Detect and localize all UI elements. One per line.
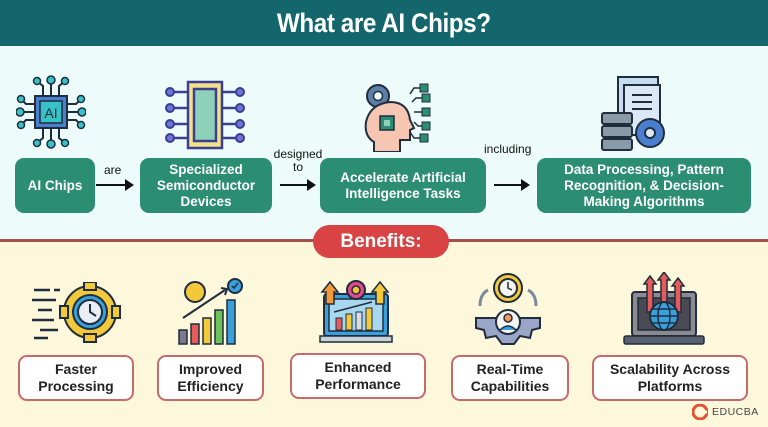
svg-text:AI: AI — [44, 105, 57, 121]
page-title: What are AI Chips? — [277, 7, 491, 38]
fast-gear-clock-icon — [32, 282, 121, 343]
benefit-improved-efficiency: Improved Efficiency — [157, 355, 264, 401]
connector-label-including: including — [484, 142, 532, 156]
educba-logo-icon — [692, 404, 708, 420]
brain-checklist-icon — [364, 83, 431, 152]
benefit-real-time-capabilities: Real-Time Capabilities — [451, 355, 569, 401]
educba-logo: EDUCBA — [692, 404, 759, 420]
connector-label-designed-to: designed to — [273, 147, 323, 174]
benefits-heading: Benefits: — [313, 225, 449, 258]
arrow-are — [96, 179, 134, 191]
arrow-including — [494, 179, 530, 191]
node-data-processing: Data Processing, Pattern Recognition, & … — [537, 158, 751, 213]
laptop-performance-icon — [319, 280, 393, 343]
connector-label-are: are — [104, 163, 122, 177]
benefit-scalability: Scalability Across Platforms — [592, 355, 748, 401]
educba-logo-text: EDUCBA — [712, 406, 759, 418]
node-accelerate-ai-tasks: Accelerate Artificial Intelligence Tasks — [320, 158, 486, 213]
growth-bar-chart-icon — [178, 278, 243, 345]
laptop-globe-icon — [623, 272, 705, 345]
node-specialized-semiconductor: Specialized Semiconductor Devices — [140, 158, 272, 213]
realtime-gear-user-icon — [475, 273, 541, 345]
data-server-gear-icon — [601, 76, 665, 151]
benefit-faster-processing: Faster Processing — [18, 355, 134, 401]
arrow-designed-to — [280, 179, 316, 191]
node-ai-chips: AI Chips — [15, 158, 95, 213]
header-bar: What are AI Chips? — [0, 0, 768, 46]
ai-chip-icon: AI — [16, 75, 86, 149]
semiconductor-chip-icon — [165, 80, 245, 150]
benefit-enhanced-performance: Enhanced Performance — [290, 353, 426, 399]
